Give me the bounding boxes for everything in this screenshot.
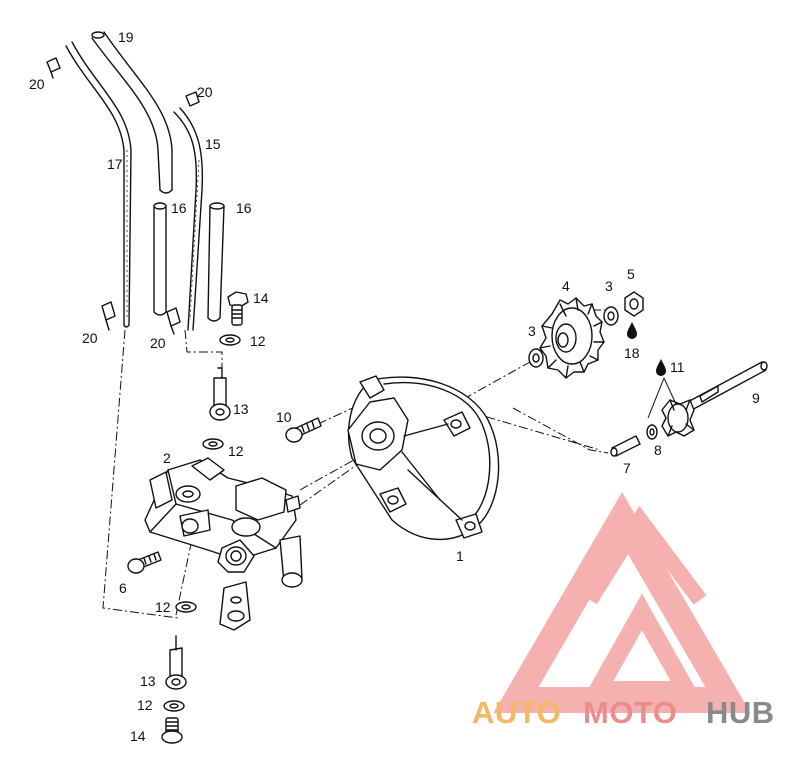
callout-6: 6: [119, 580, 127, 596]
washer-8: [646, 424, 658, 440]
callout-13-bottom: 13: [140, 673, 156, 689]
callout-4: 4: [562, 278, 570, 294]
callout-5: 5: [627, 266, 635, 282]
callout-11: 11: [670, 359, 685, 375]
banjo-bolt-14-top: [227, 291, 249, 326]
banjo-bolt-14-bottom: [161, 717, 183, 744]
pinion-gear-11: [661, 399, 695, 437]
callout-20-bottom-mid: 20: [150, 335, 166, 351]
pipe-16-left: [153, 202, 167, 316]
nut-5: [624, 291, 644, 317]
pipe-16-right: [207, 202, 225, 322]
hose-15: [173, 107, 204, 331]
washer-12-b: [202, 438, 224, 450]
banjo-fitting-13-bottom: [165, 635, 187, 690]
brand-logo: [493, 492, 751, 713]
callout-20-top-right: 20: [197, 84, 213, 100]
callout-17: 17: [107, 156, 123, 172]
screw-6: [127, 551, 162, 574]
oil-pump-2: [144, 457, 303, 631]
washer-12-c: [175, 601, 197, 613]
callout-12-d: 12: [137, 697, 153, 713]
callout-3-left: 3: [528, 323, 536, 339]
clip-20-top-left: [46, 57, 61, 79]
callout-12-c: 12: [155, 599, 171, 615]
hose-17: [65, 41, 132, 328]
callout-9: 9: [752, 390, 760, 406]
callout-10: 10: [276, 409, 292, 425]
brand-moto: MOTO: [583, 695, 677, 730]
callout-7: 7: [623, 460, 631, 476]
screw-10: [285, 417, 322, 443]
oil-drop-icon: [656, 359, 666, 376]
callout-20-top-left: 20: [29, 76, 45, 92]
callout-12-b: 12: [228, 443, 244, 459]
callout-1: 1: [456, 548, 464, 564]
callout-2: 2: [163, 450, 171, 466]
callout-13-top: 13: [233, 401, 249, 417]
clip-20-bottom-left: [101, 301, 116, 331]
callout-12-a: 12: [250, 333, 266, 349]
washer-12-d: [163, 700, 185, 712]
clip-20-top-right: [185, 91, 200, 107]
callout-14-top: 14: [253, 290, 269, 306]
brand-wordmark: AUTO MOTO HUB: [472, 695, 775, 730]
callout-14-bottom: 14: [130, 728, 146, 744]
pin-7: [610, 435, 641, 457]
callout-18: 18: [624, 345, 640, 361]
shaft-9: [683, 361, 768, 413]
brand-auto: AUTO: [472, 695, 561, 730]
callout-16-left: 16: [171, 200, 187, 216]
callout-16-right: 16: [236, 200, 252, 216]
washer-12-a: [219, 334, 241, 346]
washer-3-right: [603, 306, 619, 326]
leader-lines-11: [647, 377, 677, 419]
banjo-fitting-13-top: [209, 367, 231, 421]
callout-20-bottom-left: 20: [82, 330, 98, 346]
brand-hub: HUB: [706, 695, 775, 730]
callout-3-right: 3: [605, 278, 613, 294]
washer-3-left: [528, 348, 544, 368]
pump-cover-1: [347, 375, 500, 541]
callout-15: 15: [205, 136, 221, 152]
gear-4: [539, 297, 605, 379]
clip-20-bottom-mid: [166, 307, 181, 335]
callout-labels: 1 2 3 3 4 5 6 7 8 9 10 11 12 12 12 12 13…: [29, 29, 760, 744]
oil-drop-icon: [627, 322, 637, 339]
callout-19: 19: [118, 29, 134, 45]
hose-19: [91, 31, 173, 194]
callout-8: 8: [654, 442, 662, 458]
